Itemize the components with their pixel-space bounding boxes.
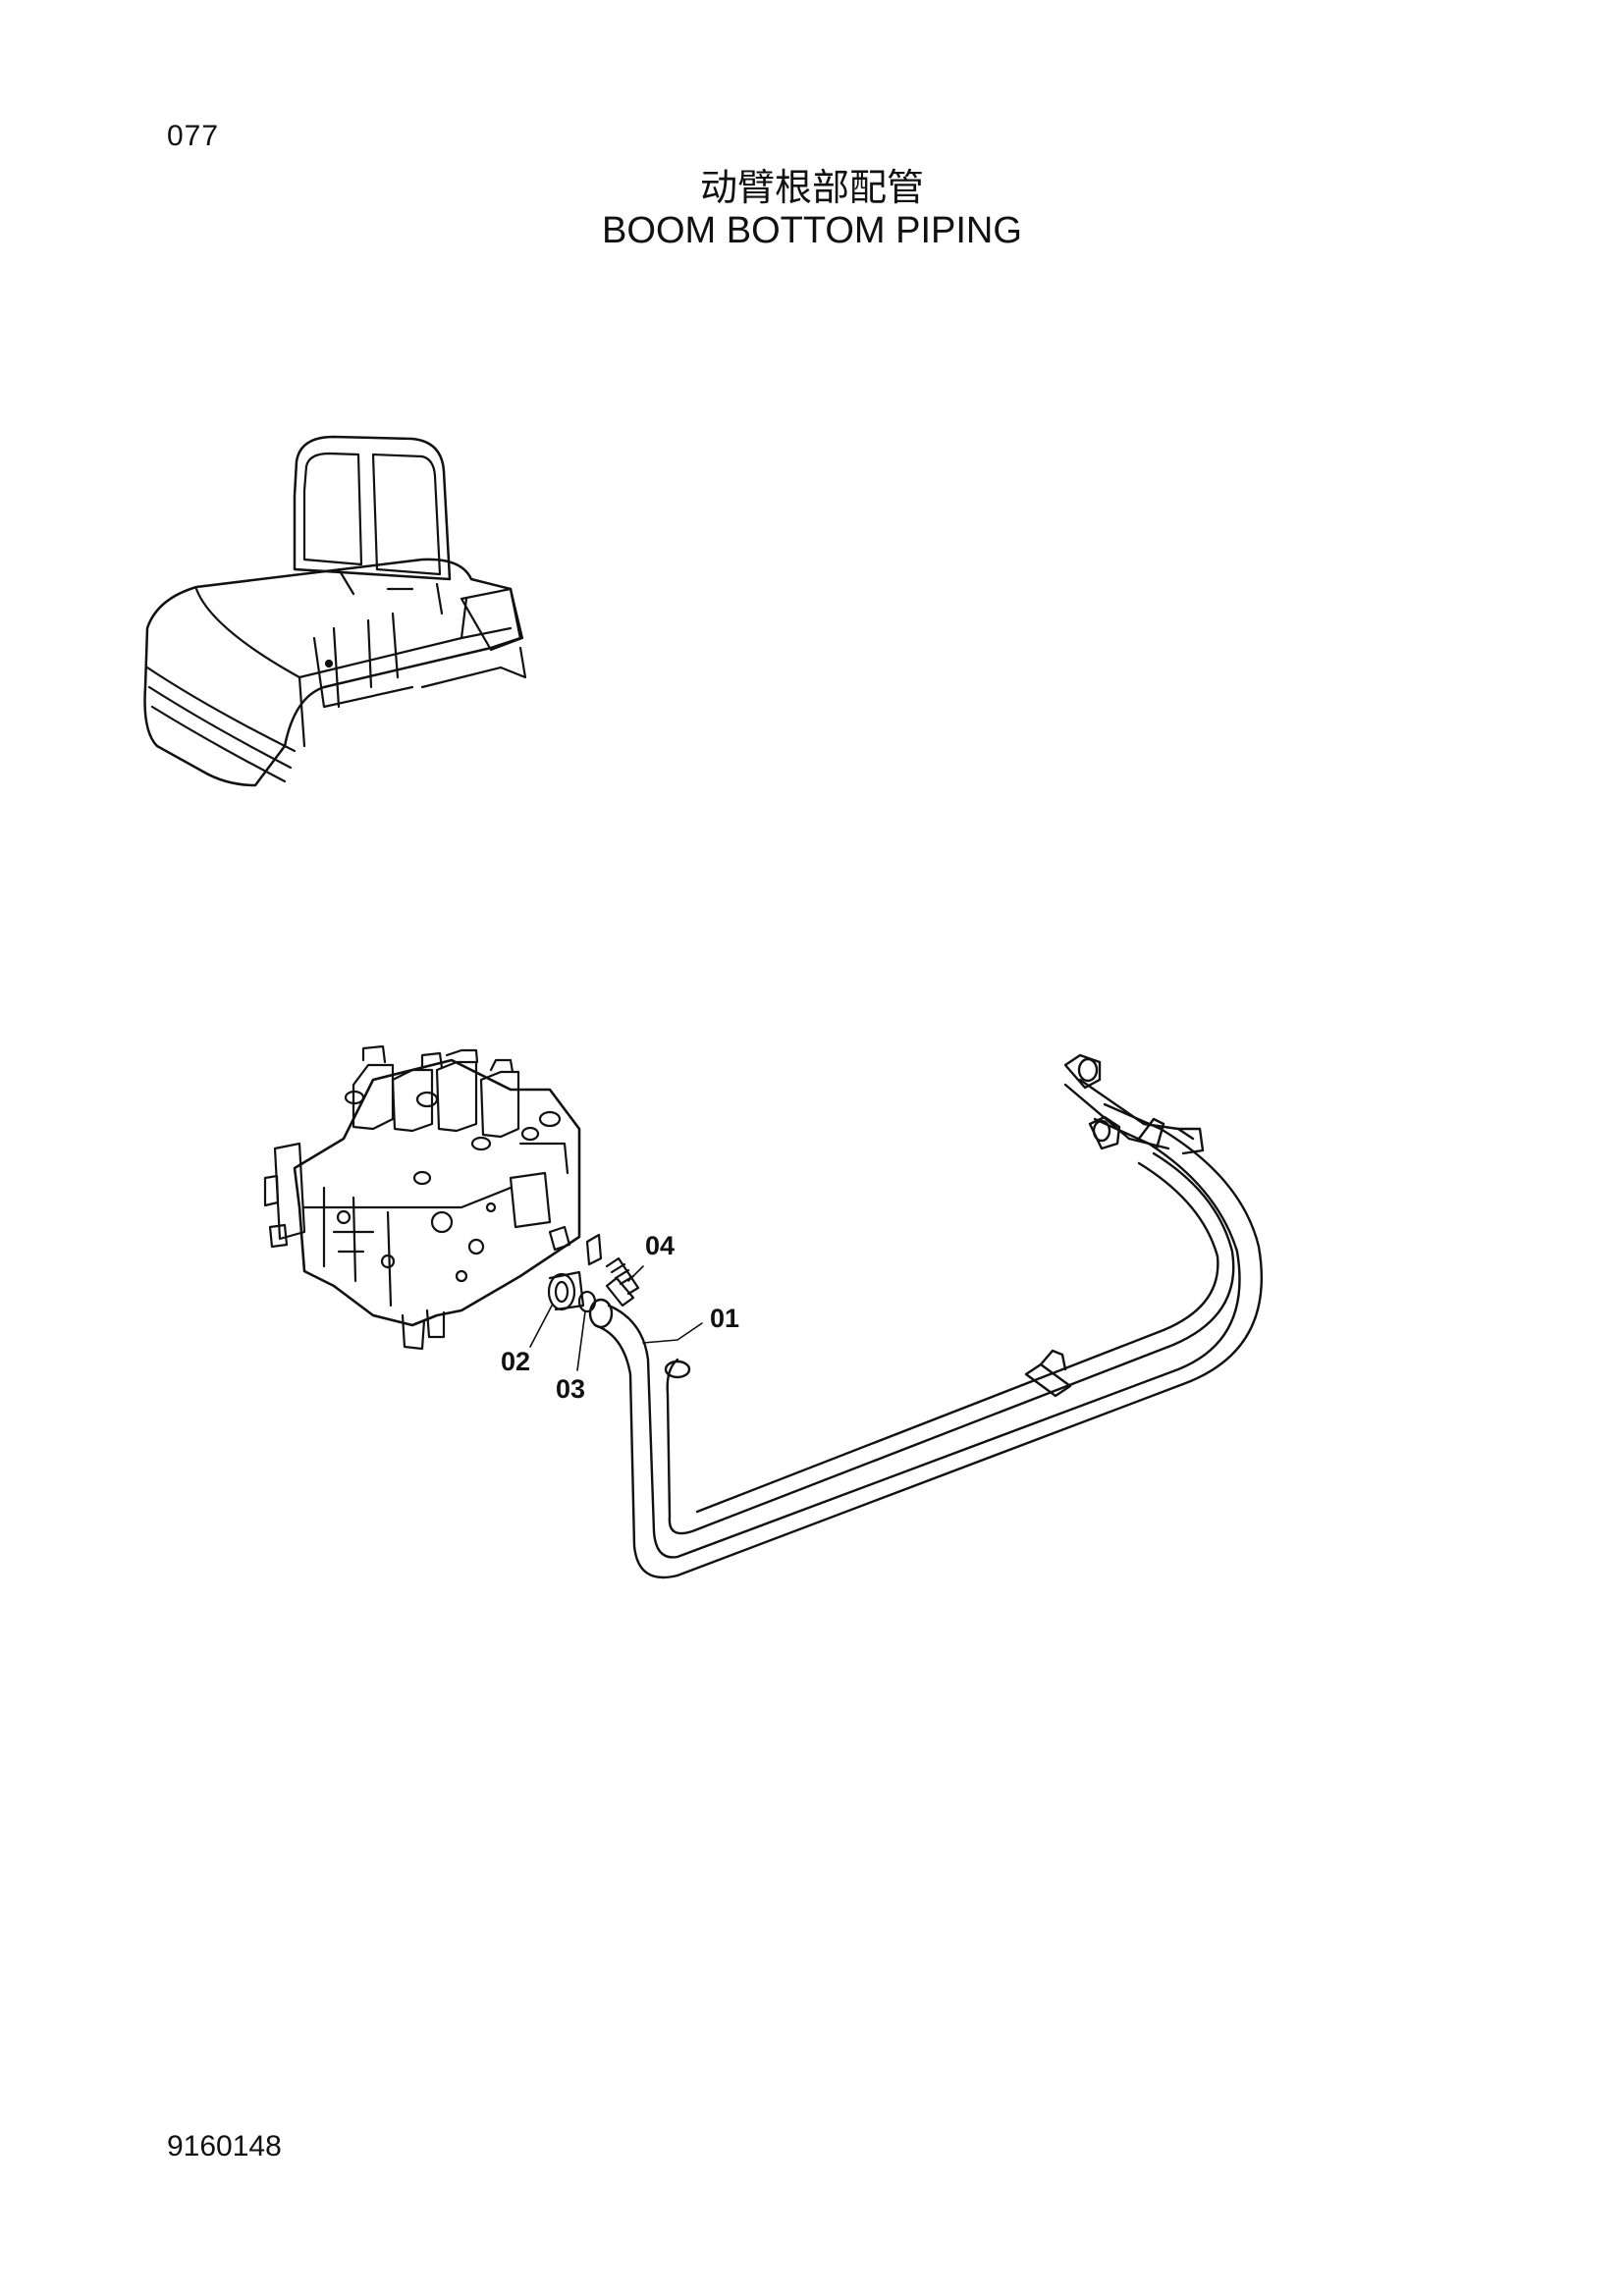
excavator-location-icon [143,435,527,787]
boom-bottom-pipe-part-01 [588,1053,1264,1579]
title-english: BOOM BOTTOM PIPING [602,210,1022,251]
document-number: 9160148 [167,2130,282,2163]
control-valve-block [263,1044,581,1351]
bolt-part-04 [605,1256,640,1308]
callout-03: 03 [556,1374,585,1404]
flange-part-02 [547,1270,585,1311]
callout-01: 01 [710,1304,739,1333]
plate [585,1233,603,1266]
o-ring-part-03 [577,1290,597,1313]
title-chinese: 动臂根部配管 [699,166,924,209]
callout-02: 02 [501,1347,530,1376]
callout-04: 04 [645,1231,675,1260]
leader-lines [529,1265,703,1371]
page-number: 077 [167,120,220,152]
callout-labels: 04 01 02 03 [501,1231,739,1404]
